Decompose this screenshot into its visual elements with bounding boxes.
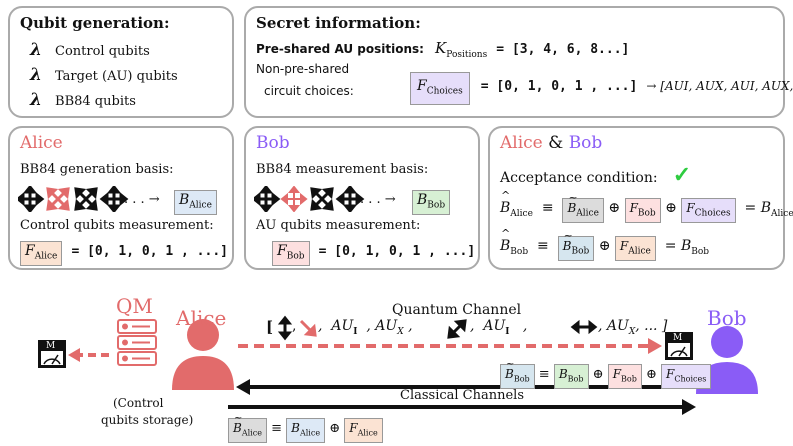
alice-arrow-tail: . . . → (124, 192, 160, 207)
plus-basis-icon (254, 186, 281, 212)
alice-basis-arrows (18, 186, 129, 212)
meter-left-label: M (46, 341, 56, 351)
server-storage-icon (117, 319, 157, 366)
alice-gen-basis-label: BB84 generation basis: (20, 162, 174, 177)
acceptance-row: Acceptance condition: ✓ (500, 162, 692, 188)
f-alice-box: FAlice (614, 236, 656, 262)
lambda-icon: λ (30, 65, 42, 85)
tilde-b-alice-box: B~Alice (562, 191, 604, 224)
acceptance-eq-alice: B^Alice ≡ B~Alice ⊕ FBob ⊕ FChoices = BA… (500, 189, 793, 224)
f-bob-box: FBob (624, 198, 661, 224)
b-alice-eq-box: BAlice (286, 418, 326, 444)
alice-panel: Alice BB84 generation basis: . . . → BAl… (8, 126, 234, 270)
alice-bob-panel: Alice & Bob Acceptance condition: ✓ B^Al… (488, 126, 793, 270)
classical-arrowhead-right (682, 399, 696, 415)
qc-seq-text-4: , AUX, ... ] (598, 318, 668, 337)
qc-arrow-antidiag-icon (447, 319, 467, 339)
plus-basis-icon (18, 186, 45, 212)
choices-box: FChoices (410, 72, 470, 106)
f-alice-eq-box: FAlice (344, 418, 383, 444)
qubit-gen-item-control: λ Control qubits (30, 40, 150, 60)
alice-person-icon (172, 319, 234, 390)
bob-basis-arrows (254, 186, 365, 212)
f-choices-box: FChoices (681, 198, 736, 224)
alice-control-meas-label: Control qubits measurement: (20, 218, 214, 233)
plus-basis-icon (99, 186, 129, 212)
tilde-b-bob-eq-box: B~Bob (500, 359, 535, 390)
quantum-channel-arrowhead (648, 338, 662, 354)
qc-arrow-diag-icon (299, 319, 317, 337)
nonpreshared-label-1: Non-pre-shared (256, 62, 350, 76)
plus-basis-icon (280, 186, 308, 212)
qubit-gen-item-target: λ Target (AU) qubits (30, 65, 178, 85)
f-bob-eq-box: FBob (607, 364, 642, 390)
bob-meas-basis-label: BB84 measurement basis: (256, 162, 429, 177)
alice-panel-title: Alice (20, 133, 63, 153)
storage-label-1: (Control (113, 396, 164, 410)
bob-panel-title: Bob (256, 133, 290, 153)
tilde-b-bob-box: B~Bob (557, 229, 595, 262)
acceptance-eq-bob: B^Bob ≡ B~Bob ⊕ FAlice = BBob (500, 227, 709, 262)
check-icon: ✓ (672, 162, 692, 188)
bob-f-box: FBob (272, 241, 310, 267)
alice-basis-box: BAlice (174, 190, 217, 216)
qm-meter-arrowhead (68, 348, 80, 362)
bob-basis-box: BBob (412, 190, 451, 216)
cross-basis-icon (46, 187, 70, 211)
bob-label: Bob (707, 306, 747, 330)
lambda-icon: λ (30, 90, 42, 110)
qc-arrow-horizontal-icon (570, 319, 598, 335)
secret-information-panel: Secret information: Pre-shared AU positi… (244, 6, 793, 118)
meter-icon-right (665, 332, 693, 360)
storage-label-2: qubits storage) (101, 413, 194, 427)
qc-seq-text-3: , AUI , (470, 318, 528, 337)
alice-f-box: FAlice (20, 241, 63, 267)
f-choices-eq-box: FChoices (661, 364, 712, 390)
cross-basis-icon (74, 187, 98, 211)
classical-channels-label: Classical Channels (400, 388, 525, 403)
qubit-gen-item-bb84: λ BB84 qubits (30, 90, 136, 110)
alice-classical-eq: B~Alice ≡ BAlice ⊕ FAlice (228, 413, 383, 444)
quantum-channel-label: Quantum Channel (392, 302, 522, 318)
alice-f-row: FAlice = [0, 1, 0, 1 , ...] (20, 240, 228, 267)
plus-basis-icon (335, 186, 365, 212)
qubit-generation-panel: Qubit generation: λ Control qubits λ Tar… (8, 6, 234, 118)
qc-seq-text-2: , AUI , AUX , (318, 318, 413, 337)
secret-information-title: Secret information: (256, 14, 421, 32)
alice-label: Alice (176, 306, 227, 330)
tilde-b-alice-eq-box: B~Alice (228, 413, 267, 444)
bob-panel: Bob BB84 measurement basis: . . . → BBob… (244, 126, 480, 270)
bob-person-icon (696, 326, 758, 394)
qc-seq-open: [ (266, 318, 274, 336)
b-bob-eq-box: BBob (553, 364, 589, 390)
bob-arrow-tail: . . . → (360, 192, 396, 207)
meter-icon-left (38, 340, 66, 368)
classical-arrowhead-left (236, 379, 250, 395)
cross-basis-icon (310, 187, 334, 211)
nonpreshared-label-2: circuit choices: (264, 84, 354, 98)
preshared-row: Pre-shared AU positions: KPositions = [3… (256, 39, 630, 61)
lambda-icon: λ (30, 40, 42, 60)
qc-seq-text-1: , (292, 318, 297, 334)
bob-au-meas-label: AU qubits measurement: (256, 218, 421, 233)
bob-classical-eq: B~Bob ≡ BBob ⊕ FBob ⊕ FChoices (500, 359, 712, 390)
bob-f-row: FBob = [0, 1, 0, 1 , ...] (272, 240, 475, 267)
qc-arrow-vertical-icon (277, 315, 293, 341)
qm-label: QM (116, 294, 153, 318)
qubit-generation-title: Qubit generation: (20, 14, 170, 32)
choices-row: FChoices = [0, 1, 0, 1 , ...] → [AUI, AU… (410, 72, 793, 106)
alice-bob-title: Alice & Bob (500, 133, 603, 153)
meter-right-label: M (673, 333, 683, 343)
